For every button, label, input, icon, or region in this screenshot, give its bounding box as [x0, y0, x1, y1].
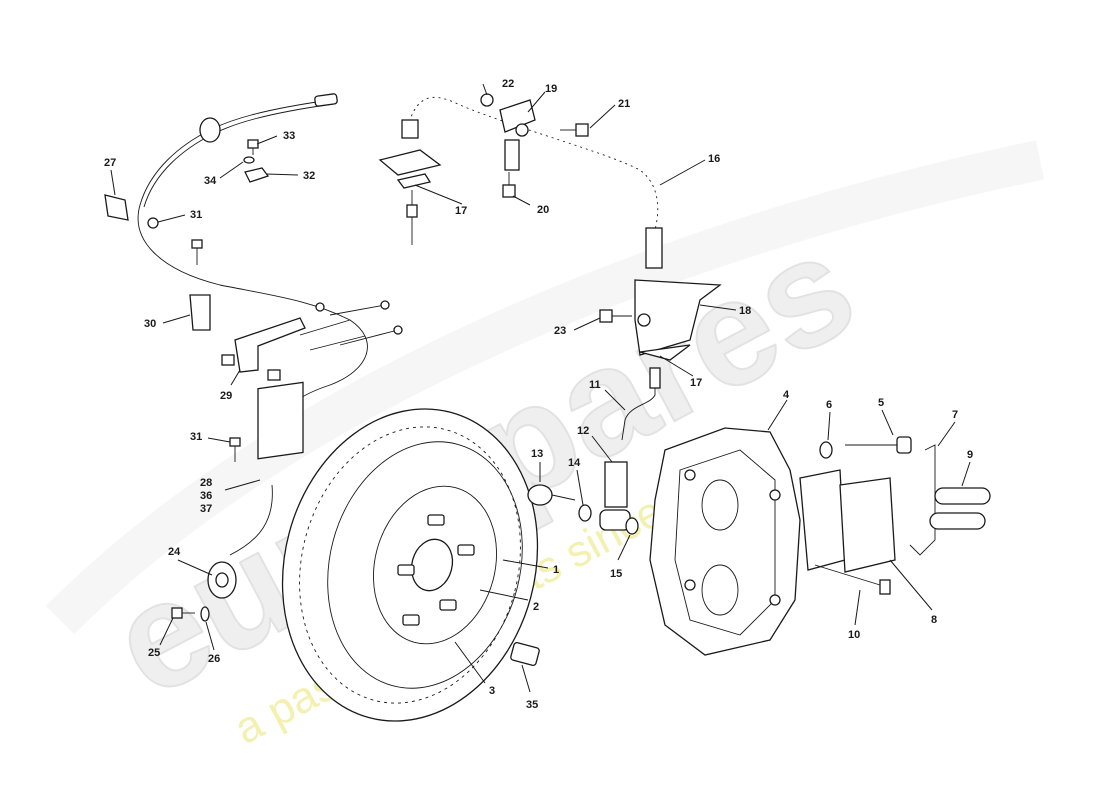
watermark: eurospares a passion for parts since 198… [45, 140, 1045, 754]
part-label-30: 30 [144, 318, 156, 330]
clip-27 [104, 194, 129, 221]
bolt-13 [527, 484, 576, 506]
part-label-18: 18 [739, 305, 751, 317]
part-label-5: 5 [878, 397, 884, 409]
part-label-33: 33 [283, 130, 295, 142]
washer-15 [625, 517, 639, 535]
part-label-9: 9 [967, 449, 973, 461]
part-label-14: 14 [568, 457, 581, 469]
part-label-15: 15 [610, 568, 622, 580]
abs-sensor-24 [207, 561, 237, 599]
part-label-32: 32 [303, 170, 315, 182]
bracket-18 [634, 279, 722, 361]
part-label-31a: 31 [190, 209, 202, 221]
part-label-17b: 17 [690, 377, 702, 389]
bracket-19 [499, 99, 536, 171]
screw-25-washer-26 [171, 606, 210, 622]
part-label-23: 23 [554, 325, 566, 337]
bolt-22 [480, 93, 494, 107]
part-label-1: 1 [553, 564, 559, 576]
part-label-22: 22 [502, 78, 514, 90]
brake-pad-8 [799, 469, 896, 573]
part-label-36: 36 [200, 490, 212, 502]
brake-drawing [104, 93, 991, 722]
part-label-13: 13 [531, 448, 543, 460]
part-label-20: 20 [537, 204, 549, 216]
pins-9 [929, 487, 991, 530]
part-label-29: 29 [220, 390, 232, 402]
brake-pipe-11 [621, 367, 661, 441]
plate-17-upper [378, 149, 442, 245]
bolt-5 [845, 436, 912, 454]
part-label-8: 8 [931, 614, 937, 626]
leader-lines [110, 83, 971, 693]
part-label-10: 10 [848, 629, 860, 641]
part-label-24: 24 [168, 546, 181, 558]
part-label-19: 19 [545, 83, 557, 95]
part-label-11: 11 [589, 379, 601, 391]
part-label-3: 3 [489, 685, 495, 697]
part-label-6: 6 [826, 399, 832, 411]
bolt-21 [560, 123, 589, 137]
part-label-16: 16 [708, 153, 720, 165]
part-label-28: 28 [200, 477, 212, 489]
part-label-35: 35 [526, 699, 538, 711]
banjo-12 [599, 461, 631, 531]
wheel-nut-35 [510, 641, 540, 667]
bolt-20 [502, 172, 516, 198]
part-label-2: 2 [533, 601, 539, 613]
part-label-27: 27 [104, 157, 116, 169]
part-label-34: 34 [204, 175, 217, 187]
part-labels: 1 2 3 4 5 6 7 8 9 10 11 12 13 14 15 16 1… [104, 78, 973, 711]
mounting-bracket-29 [221, 300, 403, 381]
brake-caliper-4 [649, 427, 801, 656]
washer-14 [578, 504, 592, 522]
brake-hose-16 [401, 93, 663, 269]
part-label-31b: 31 [190, 431, 202, 443]
pin-10 [814, 564, 891, 595]
washer-6 [819, 441, 833, 459]
clip-30 [189, 294, 211, 331]
part-label-4: 4 [783, 389, 790, 401]
clip-32-33-34 [243, 139, 270, 183]
part-label-25: 25 [148, 647, 160, 659]
part-label-21: 21 [618, 98, 630, 110]
part-label-7: 7 [952, 409, 958, 421]
brake-disc-1 [281, 408, 539, 722]
sensor-cable [137, 93, 368, 556]
bolt-31-upper [147, 217, 203, 265]
part-label-17a: 17 [455, 205, 467, 217]
part-label-37: 37 [200, 503, 212, 515]
part-label-12: 12 [577, 425, 589, 437]
part-label-26: 26 [208, 653, 220, 665]
bolt-23 [599, 309, 632, 323]
spring-clip-7 [909, 444, 936, 556]
